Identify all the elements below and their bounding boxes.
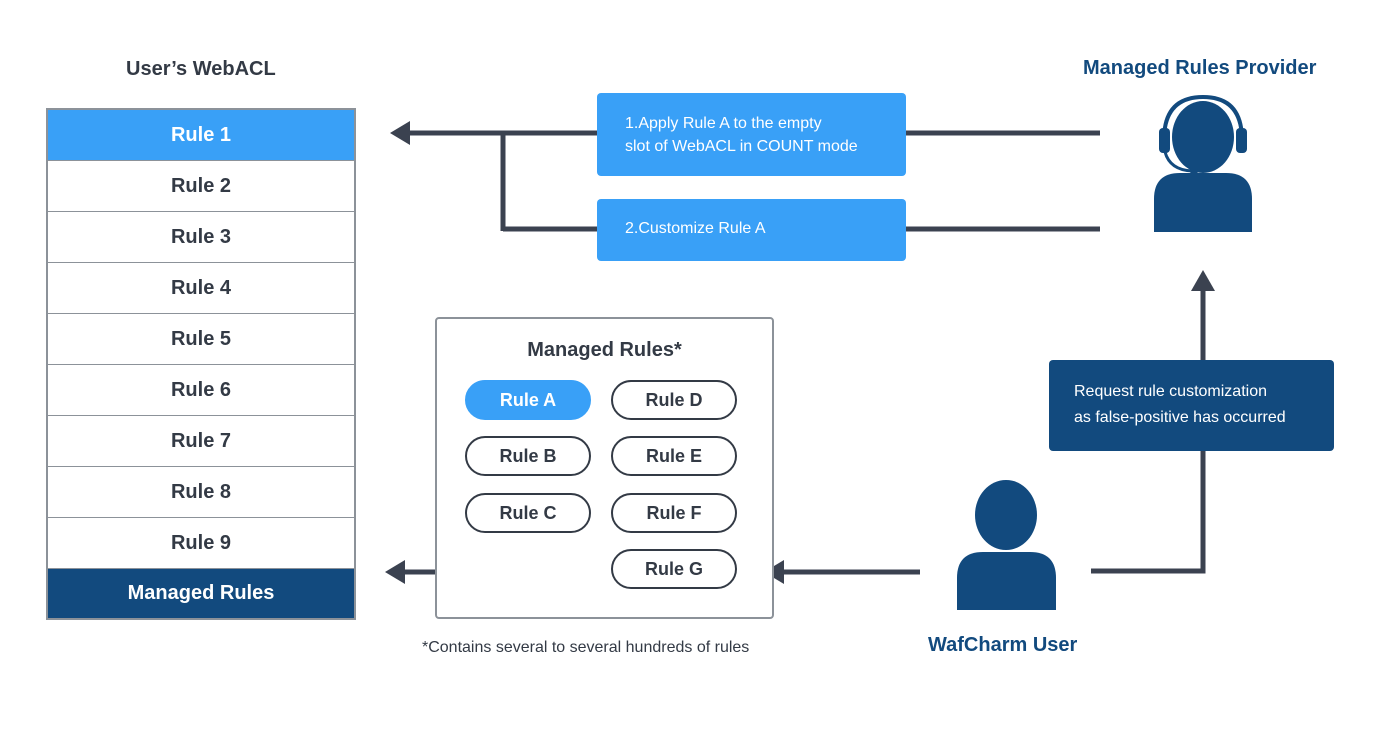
managed-rules-box: Managed Rules* Rule A Rule B Rule C Rule…	[435, 317, 774, 619]
webacl-row-rule-6: Rule 6	[48, 365, 354, 416]
provider-headset-icon	[1154, 94, 1252, 232]
rule-b-pill: Rule B	[465, 436, 591, 476]
wafcharm-user-title: WafCharm User	[928, 634, 1078, 656]
step2-box: 2.Customize Rule A	[597, 199, 906, 261]
step1-line1: 1.Apply Rule A to the empty	[625, 115, 822, 132]
webacl-row-rule-4: Rule 4	[48, 263, 354, 314]
webacl-row-rule-2: Rule 2	[48, 161, 354, 212]
step1-box: 1.Apply Rule A to the empty slot of WebA…	[597, 93, 906, 176]
managed-rules-footnote: *Contains several to several hundreds of…	[422, 639, 750, 656]
request-line1: Request rule customization	[1074, 383, 1267, 400]
rule-e-pill: Rule E	[611, 436, 737, 476]
managed-rules-arrowhead	[764, 560, 784, 584]
webacl-row-rule-7: Rule 7	[48, 416, 354, 467]
webacl-row-rule-8: Rule 8	[48, 467, 354, 518]
webacl-row-rule-1: Rule 1	[48, 110, 354, 161]
provider-title: Managed Rules Provider	[1083, 57, 1317, 79]
step1-arrowhead	[390, 121, 410, 145]
rule-c-pill: Rule C	[465, 493, 591, 533]
step1-line2: slot of WebACL in COUNT mode	[625, 138, 858, 155]
managed-rules-title: Managed Rules*	[527, 339, 682, 361]
webacl-row-rule-3: Rule 3	[48, 212, 354, 263]
rule-d-pill: Rule D	[611, 380, 737, 420]
webacl-table: Rule 1 Rule 2 Rule 3 Rule 4 Rule 5 Rule …	[46, 108, 356, 620]
rule-a-pill: Rule A	[465, 380, 591, 420]
rule-f-pill: Rule F	[611, 493, 737, 533]
provider-arrowhead	[1191, 270, 1215, 291]
webacl-row-managed-rules: Managed Rules	[48, 569, 354, 618]
request-line2: as false-positive has occurred	[1074, 409, 1286, 426]
request-box: Request rule customization as false-posi…	[1049, 360, 1334, 451]
webacl-arrowhead	[385, 560, 405, 584]
webacl-row-rule-9: Rule 9	[48, 518, 354, 569]
rule-g-pill: Rule G	[611, 549, 737, 589]
webacl-title: User’s WebACL	[126, 58, 276, 80]
wafcharm-user-icon	[957, 480, 1056, 610]
webacl-row-rule-5: Rule 5	[48, 314, 354, 365]
